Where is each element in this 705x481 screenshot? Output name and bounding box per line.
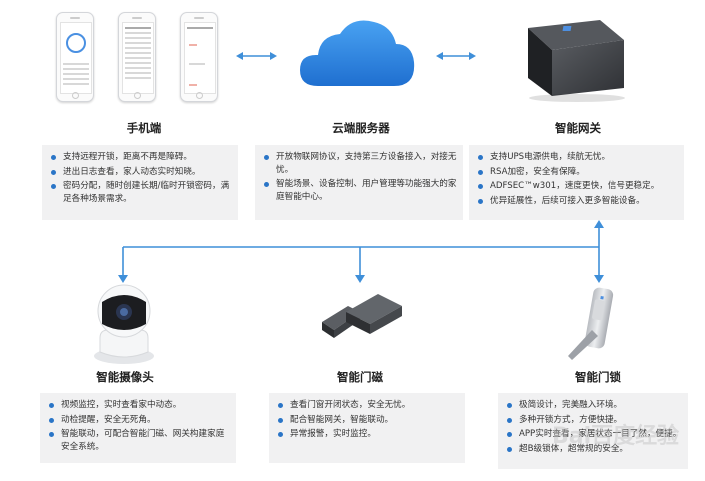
cloud-server-title: 云端服务器 bbox=[332, 121, 390, 135]
list-item: 异常报警，实时监控。 bbox=[278, 428, 459, 441]
list-item: 视频监控，实时查看家中动态。 bbox=[49, 399, 230, 412]
arrow-phone-cloud bbox=[236, 52, 277, 60]
list-item: 智能场景、设备控制、用户管理等功能强大的家庭智能中心。 bbox=[264, 178, 457, 203]
phone-mockup-lock bbox=[56, 12, 94, 102]
door-lock-title: 智能门锁 bbox=[575, 370, 621, 384]
door-sensor-title: 智能门磁 bbox=[337, 370, 383, 384]
door-lock-features-box: 极简设计，完美融入环境。 多种开锁方式，方便快捷。 APP实时查看，家居状态一目… bbox=[498, 393, 688, 469]
gateway-features-box: 支持UPS电源供电，续航无忧。 RSA加密，安全有保障。 ADFSEC™w301… bbox=[469, 145, 684, 220]
bullet-icon bbox=[49, 432, 54, 437]
list-item: 查看门窗开闭状态，安全无忧。 bbox=[278, 399, 459, 412]
bullet-icon bbox=[478, 198, 483, 204]
arrow-cloud-gateway bbox=[436, 52, 476, 60]
bullet-icon bbox=[478, 169, 483, 175]
gateway-device-icon bbox=[528, 20, 625, 102]
camera-features-box: 视频监控，实时查看家中动态。 动检提醒，安全无死角。 智能联动，可配合智能门磁、… bbox=[40, 393, 236, 463]
phone-mockup-log bbox=[118, 12, 156, 102]
camera-device-icon bbox=[94, 284, 154, 364]
list-item: 密码分配，随时创建长期/临时开锁密码，满足各种场景需求。 bbox=[51, 180, 232, 205]
bullet-icon bbox=[278, 417, 283, 423]
list-item: 动检提醒，安全无死角。 bbox=[49, 414, 230, 427]
bullet-icon bbox=[51, 169, 56, 175]
list-item: 超B级锁体，超常规的安全。 bbox=[507, 443, 682, 456]
list-item: RSA加密，安全有保障。 bbox=[478, 166, 678, 179]
cloud-icon bbox=[300, 20, 415, 86]
bullet-icon bbox=[51, 184, 56, 189]
gateway-title: 智能网关 bbox=[555, 121, 601, 135]
bullet-icon bbox=[49, 417, 54, 423]
phone-mockup-password bbox=[180, 12, 218, 102]
baidu-watermark: Bai百度经验 bbox=[552, 424, 680, 449]
camera-title: 智能摄像头 bbox=[96, 370, 154, 384]
list-item: APP实时查看，家居状态一目了然，便捷。 bbox=[507, 428, 682, 441]
list-item: 支持UPS电源供电，续航无忧。 bbox=[478, 151, 678, 164]
bullet-icon bbox=[507, 403, 512, 408]
bullet-icon bbox=[264, 155, 269, 160]
list-item: 多种开锁方式，方便快捷。 bbox=[507, 414, 682, 427]
bullet-icon bbox=[507, 417, 512, 423]
bullet-icon bbox=[264, 182, 269, 187]
bullet-icon bbox=[49, 403, 54, 408]
connector-lines bbox=[122, 226, 600, 276]
bullet-icon bbox=[478, 155, 483, 160]
list-item: 极简设计，完美融入环境。 bbox=[507, 399, 682, 412]
cloud-features-box: 开放物联网协议，支持第三方设备接入，对接无忧。 智能场景、设备控制、用户管理等功… bbox=[255, 145, 463, 220]
connector-arrowheads bbox=[118, 220, 604, 283]
list-item: 智能联动，可配合智能门磁、网关构建家庭安全系统。 bbox=[49, 428, 230, 453]
bullet-icon bbox=[278, 403, 283, 408]
list-item: 配合智能网关，智能联动。 bbox=[278, 414, 459, 427]
phone-title: 手机端 bbox=[126, 121, 162, 135]
bullet-icon bbox=[278, 432, 283, 437]
bullet-icon bbox=[507, 446, 512, 452]
list-item: 支持远程开锁，距离不再是障碍。 bbox=[51, 151, 232, 164]
list-item: ADFSEC™w301，速度更快，信号更稳定。 bbox=[478, 180, 678, 193]
bullet-icon bbox=[507, 432, 512, 437]
bullet-icon bbox=[478, 184, 483, 189]
door-lock-device-icon bbox=[568, 287, 614, 360]
list-item: 开放物联网协议，支持第三方设备接入，对接无忧。 bbox=[264, 151, 457, 176]
list-item: 优异延展性，后续可接入更多智能设备。 bbox=[478, 195, 678, 208]
phone-features-box: 支持远程开锁，距离不再是障碍。 进出日志查看，家人动态实时知晓。 密码分配，随时… bbox=[42, 145, 238, 220]
door-sensor-features-box: 查看门窗开闭状态，安全无忧。 配合智能网关，智能联动。 异常报警，实时监控。 bbox=[269, 393, 465, 463]
bullet-icon bbox=[51, 155, 56, 160]
door-sensor-device-icon bbox=[322, 294, 402, 338]
list-item: 进出日志查看，家人动态实时知晓。 bbox=[51, 166, 232, 179]
